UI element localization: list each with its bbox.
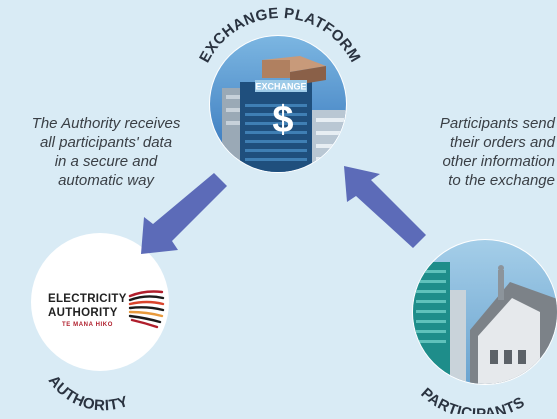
participants-node: PARTICIPANTS bbox=[412, 239, 557, 419]
logo-line-authority: AUTHORITY bbox=[48, 307, 118, 319]
caption-participants-send-orders: Participants send their orders and other… bbox=[380, 114, 555, 190]
caption-authority-receives-data: The Authority receives all participants'… bbox=[8, 114, 204, 190]
caption-right-line: Participants send bbox=[439, 115, 555, 132]
authority-title: AUTHORITY bbox=[45, 372, 131, 414]
caption-right-line: their orders and bbox=[449, 134, 555, 151]
exchange-platform-node: EXCHANGE $ EXCHANGE PLATFORM bbox=[196, 5, 363, 173]
logo-line-te-mana-hiko: TE MANA HIKO bbox=[62, 322, 113, 328]
caption-left-line: in a secure and bbox=[54, 153, 158, 170]
caption-right-line: other information bbox=[442, 153, 555, 170]
arrow-participants-to-exchange bbox=[344, 166, 426, 248]
dollar-icon: $ bbox=[272, 99, 293, 141]
exchange-sign-text: EXCHANGE bbox=[255, 82, 306, 92]
logo-stripes-icon bbox=[128, 290, 165, 329]
electricity-authority-logo: ELECTRICITY AUTHORITY TE MANA HIKO bbox=[48, 290, 165, 329]
logo-line-electricity: ELECTRICITY bbox=[48, 293, 127, 305]
arrow-exchange-to-authority bbox=[141, 173, 227, 254]
authority-node: ELECTRICITY AUTHORITY TE MANA HIKO AUTHO… bbox=[31, 233, 169, 414]
participants-title: PARTICIPANTS bbox=[418, 385, 528, 414]
caption-left-line: all participants' data bbox=[39, 134, 173, 151]
caption-right-line: to the exchange bbox=[448, 172, 555, 189]
caption-left-line: automatic way bbox=[58, 172, 154, 189]
caption-left-line: The Authority receives bbox=[31, 115, 181, 132]
